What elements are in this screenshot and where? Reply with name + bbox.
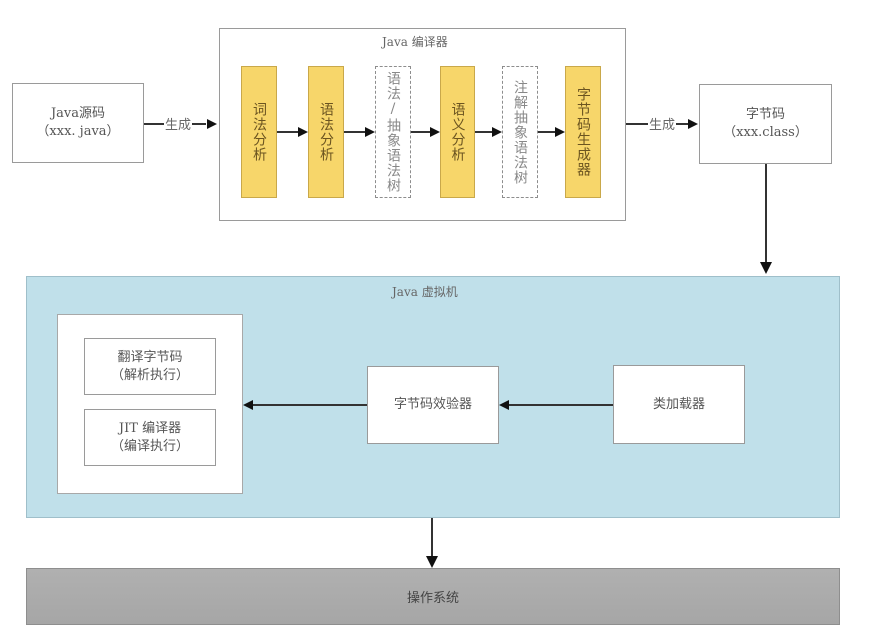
interpreter-box: 翻译字节码 （解析执行） [84, 338, 216, 395]
java-compiler-container [219, 28, 626, 221]
edge-loader-to-verifier [509, 404, 613, 406]
edge-bytecode-to-jvm [765, 164, 767, 262]
arrowhead-right [555, 127, 565, 137]
stage-semantic-analysis: 语义分析 [440, 66, 475, 198]
stage-label: 词法分析 [251, 102, 267, 162]
arrowhead-left [499, 400, 509, 410]
stage-label: 语义分析 [449, 102, 466, 162]
edge-label-generate-1: 生成 [164, 114, 193, 133]
operating-system-bar: 操作系统 [26, 568, 840, 625]
stage-label: 语法/抽象语法树 [385, 71, 401, 193]
stage-annotated-syntax-tree: 注解抽象语法树 [502, 66, 538, 198]
java-source-filename: （xxx. java） [36, 124, 120, 139]
jit-compiler-label: JIT 编译器 [118, 420, 182, 436]
bytecode-verifier-label: 字节码效验器 [393, 397, 472, 412]
interpreter-mode: （解析执行） [110, 367, 189, 383]
class-loader-label: 类加载器 [652, 396, 705, 412]
bytecode-filename: （xxx.class） [723, 125, 808, 140]
java-source-box: Java源码 （xxx. java） [12, 83, 144, 163]
edge-jvm-to-os [431, 518, 433, 566]
jit-compiler-mode: （编译执行） [110, 438, 189, 454]
stage-lexical-analysis: 词法分析 [241, 66, 277, 198]
java-compiler-title: Java 编译器 [382, 35, 448, 49]
edge-stage-5-6 [538, 131, 556, 133]
stage-label: 字节码生成器 [575, 87, 591, 177]
jvm-title: Java 虚拟机 [392, 285, 458, 299]
arrowhead-down [426, 556, 438, 568]
stage-syntax-analysis: 语法分析 [308, 66, 344, 198]
stage-syntax-tree: 语法/抽象语法树 [375, 66, 411, 198]
edge-stage-2-3 [344, 131, 366, 133]
arrowhead-right [492, 127, 502, 137]
bytecode-verifier-box: 字节码效验器 [367, 366, 499, 444]
arrowhead-right [430, 127, 440, 137]
edge-verifier-to-engine [253, 404, 367, 406]
stage-label: 语法分析 [318, 102, 334, 162]
operating-system-label: 操作系统 [406, 591, 459, 606]
stage-bytecode-generator: 字节码生成器 [565, 66, 601, 198]
bytecode-box: 字节码 （xxx.class） [699, 84, 832, 164]
arrowhead-right [298, 127, 308, 137]
arrowhead-down [760, 262, 772, 274]
java-source-label: Java源码 [50, 106, 106, 121]
bytecode-label: 字节码 [745, 107, 785, 122]
class-loader-box: 类加载器 [613, 365, 745, 444]
edge-label-generate-2: 生成 [648, 114, 677, 133]
arrowhead-right [207, 119, 217, 129]
arrowhead-left [243, 400, 253, 410]
edge-stage-1-2 [277, 131, 299, 133]
interpreter-label: 翻译字节码 [117, 349, 183, 365]
arrowhead-right [688, 119, 698, 129]
edge-stage-3-4 [411, 131, 431, 133]
jit-compiler-box: JIT 编译器 （编译执行） [84, 409, 216, 466]
stage-label: 注解抽象语法树 [512, 79, 528, 185]
edge-stage-4-5 [475, 131, 493, 133]
arrowhead-right [365, 127, 375, 137]
